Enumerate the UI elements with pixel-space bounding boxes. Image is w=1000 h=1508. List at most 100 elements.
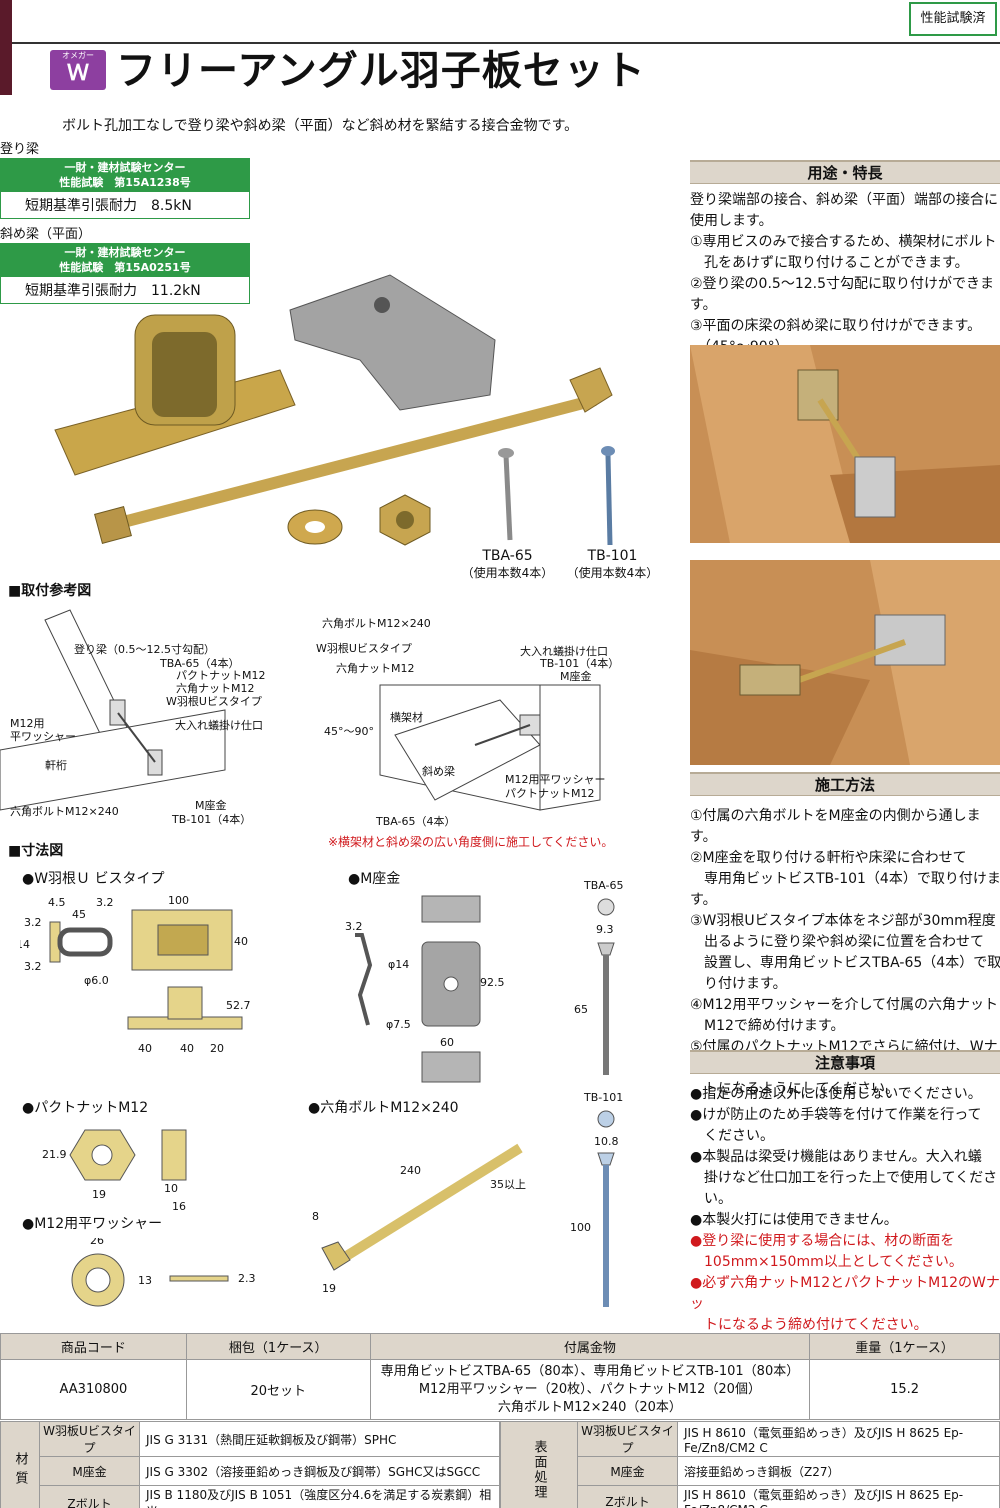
test-org-name: 一財・建材試験センター xyxy=(64,161,186,174)
install-left-labels: 登り梁（0.5～12.5寸勾配） TBA-65（4本） パクトナットM12 六角… xyxy=(0,605,300,835)
dim-value: 92.5 xyxy=(480,976,505,989)
label-tb101: TB-101（4本） xyxy=(172,813,252,826)
install-photo-2 xyxy=(690,560,1000,765)
uses-line: ②登り梁の0.5～12.5寸勾配に取り付けができます。 xyxy=(690,276,994,313)
spec-part-line: 専用角ビットビスTBA-65（80本）、専用角ビットビスTB-101（80本） xyxy=(380,1363,800,1379)
label-tba65: TBA-65（4本） xyxy=(376,815,456,828)
test-label: 斜め梁（平面） xyxy=(0,227,92,242)
method-header: 施工方法 xyxy=(690,772,1000,796)
spec-code: AA310800 xyxy=(0,1359,187,1420)
spec-header-parts: 付属金物 xyxy=(369,1333,811,1360)
materials-table: 材質 W羽板Uビスタイプ JIS G 3131（熱間圧延軟鋼板及び鋼帯）SPHC… xyxy=(0,1421,500,1508)
install-photo-1 xyxy=(690,345,1000,543)
dim-value: 40 xyxy=(180,1042,194,1055)
m-plate xyxy=(289,274,496,411)
uses-line: 登り梁端部の接合、斜め梁（平面）端部の接合に xyxy=(690,192,998,208)
label-bolt: 六角ボルトM12×240 xyxy=(322,617,431,630)
surface-value: JIS H 8610（電気亜鉛めっき）及びJIS H 8625 Ep-Fe/Zn… xyxy=(677,1421,1000,1457)
method-line: 専用角ビットビスTB-101（4本）で取り付けます。 xyxy=(690,871,1000,908)
page-subtitle: ボルト孔加工なしで登り梁や斜め梁（平面）など斜め材を緊結する接合金物です。 xyxy=(62,118,579,134)
surface-value: 溶接亜鉛めっき鋼板（Z27） xyxy=(677,1456,1000,1486)
label-m-washer: M座金 xyxy=(560,670,592,683)
dim-value: 14 xyxy=(20,938,30,951)
hex-bolt xyxy=(98,394,597,534)
caution-line: ください。 xyxy=(690,1128,774,1144)
caution-line-red: ●登り梁に使用する場合には、材の断面を xyxy=(690,1233,955,1249)
dim-screw-title: TB-101 xyxy=(583,1091,623,1104)
surface-item: M座金 xyxy=(577,1456,678,1486)
method-line: ②M座金を取り付ける軒桁や床梁に合わせて xyxy=(690,850,967,866)
caution-line: ●けが防止のため手袋等を付けて作業を行って xyxy=(690,1107,982,1123)
dim-value: 19 xyxy=(92,1188,106,1201)
surface-table: 表面処理 W羽板Uビスタイプ JIS H 8610（電気亜鉛めっき）及びJIS … xyxy=(500,1421,1000,1508)
surface-head: 表面処理 xyxy=(500,1421,578,1508)
spec-header-code: 商品コード xyxy=(0,1333,187,1360)
test-label: 登り梁 xyxy=(0,142,40,157)
test-block-1: 登り梁 一財・建材試験センター 性能試験 第15A1238号 短期基準引張耐力 … xyxy=(0,138,250,219)
dim-value: 16 xyxy=(172,1200,186,1213)
screw-name: TBA-65 xyxy=(482,548,533,564)
product-photo xyxy=(54,274,615,546)
uses-header: 用途・特長 xyxy=(690,160,1000,184)
dim-value: 3.2 xyxy=(24,960,42,973)
install-note: ※横架材と斜め梁の広い角度側に施工してください。 xyxy=(328,835,614,849)
install-ref-title: ■取付参考図 xyxy=(8,583,92,599)
method-line: M12で締め付けます。 xyxy=(690,1018,845,1034)
dim-value: 19 xyxy=(322,1282,336,1295)
caution-line: ●本製火打には使用できません。 xyxy=(690,1212,898,1228)
spec-weight: 15.2 xyxy=(809,1359,1000,1420)
label-bolt: 六角ボルトM12×240 xyxy=(10,805,119,818)
dim-value: φ6.0 xyxy=(84,974,109,987)
dim-value: 100 xyxy=(570,1221,591,1234)
dim-value: 13 xyxy=(138,1274,152,1287)
method-line: トになるようにしてください。 xyxy=(690,1081,900,1097)
spec-table: 商品コード 梱包（1ケース） 付属金物 重量（1ケース） AA310800 20… xyxy=(0,1333,1000,1420)
dim-bolt-title: ●六角ボルトM12×240 xyxy=(308,1100,459,1116)
dim-value: φ7.5 xyxy=(386,1018,411,1031)
dim-bolt-drawing: 240 35以上 8 19 xyxy=(312,1143,526,1295)
uses-line: ①専用ビスのみで接合するため、横架材にボルト xyxy=(690,234,997,250)
label-dovetail: 大入れ蟻掛け仕口 xyxy=(175,719,263,732)
dim-value: 4.5 xyxy=(48,896,66,909)
label-pact-nut: パクトナットM12 xyxy=(176,669,266,682)
label-nobori: 登り梁（0.5～12.5寸勾配） xyxy=(74,643,215,656)
dim-value: 20 xyxy=(210,1042,224,1055)
install-diagram-left xyxy=(0,609,226,811)
dim-value: 240 xyxy=(400,1164,421,1177)
dim-value: 10 xyxy=(164,1182,178,1195)
brand-small-text: オメガー xyxy=(62,51,94,60)
screw-label-tb101: TB-101 （使用本数4本） xyxy=(565,548,660,581)
badge-performance-tested: 性能試験済 xyxy=(909,2,997,36)
spec-header-weight: 重量（1ケース） xyxy=(809,1333,1000,1360)
test-org: 一財・建材試験センター 性能試験 第15A0251号 xyxy=(0,243,250,277)
material-item: Zボルト xyxy=(39,1485,140,1508)
method-list: ①付属の六角ボルトをM座金の内側から通します。 ②M座金を取り付ける軒桁や床梁に… xyxy=(690,806,1000,1100)
uses-line: 使用します。 xyxy=(690,213,773,229)
dim-nut-drawing: 21.9 19 10 16 xyxy=(42,1129,187,1213)
dim-nut-title: ●パクトナットM12 xyxy=(22,1100,149,1116)
spec-part-line: M12用平ワッシャー（20枚）、パクトナットM12（20個） xyxy=(418,1381,761,1397)
method-line: 出るように登り梁や斜め梁に位置を合わせて xyxy=(690,934,984,950)
dim-washer-title: ●M12用平ワッシャー xyxy=(22,1216,163,1232)
install-diagram-right xyxy=(379,684,601,811)
material-value: JIS B 1180及びJIS B 1051（強度区分4.6を満足する炭素鋼）相… xyxy=(139,1485,500,1508)
dim-mz-drawing: 3.2 φ14 92.5 φ7.5 60 xyxy=(345,895,505,1083)
caution-list: ●指定の用途以外には使用しないでください。 ●けが防止のため手袋等を付けて作業を… xyxy=(690,1084,1000,1336)
caution-header: 注意事項 xyxy=(690,1050,1000,1074)
test-org-name: 一財・建材試験センター xyxy=(64,246,186,259)
dim-wu-drawing: 4.5 45 3.2 3.2 14 3.2 100 40 φ6.0 52.7 4… xyxy=(20,894,251,1055)
label-angle: 45°～90° xyxy=(324,725,374,738)
label-m-washer: M座金 xyxy=(195,799,227,812)
uses-line: 孔をあけずに取り付けることができます。 xyxy=(690,255,969,271)
method-line: ④M12用平ワッシャーを介して付属の六角ナット xyxy=(690,997,999,1013)
test-org: 一財・建材試験センター 性能試験 第15A1238号 xyxy=(0,158,250,192)
label-dovetail: 大入れ蟻掛け仕口 xyxy=(520,645,608,658)
label-wu: W羽根Uビスタイプ xyxy=(166,695,262,708)
uses-list: 登り梁端部の接合、斜め梁（平面）端部の接合に 使用します。 ①専用ビスのみで接合… xyxy=(690,190,1000,358)
test-strength: 短期基準引張耐力 11.2kN xyxy=(0,277,250,304)
label-washer: M12用平ワッシャー xyxy=(505,773,606,786)
screw-label-tba65: TBA-65 （使用本数4本） xyxy=(460,548,555,581)
material-value: JIS G 3302（溶接亜鉛めっき鋼板及び鋼帯）SGHC又はSGCC xyxy=(139,1456,500,1486)
dim-value: 3.2 xyxy=(96,896,114,909)
dim-value: 10.8 xyxy=(594,1135,619,1148)
